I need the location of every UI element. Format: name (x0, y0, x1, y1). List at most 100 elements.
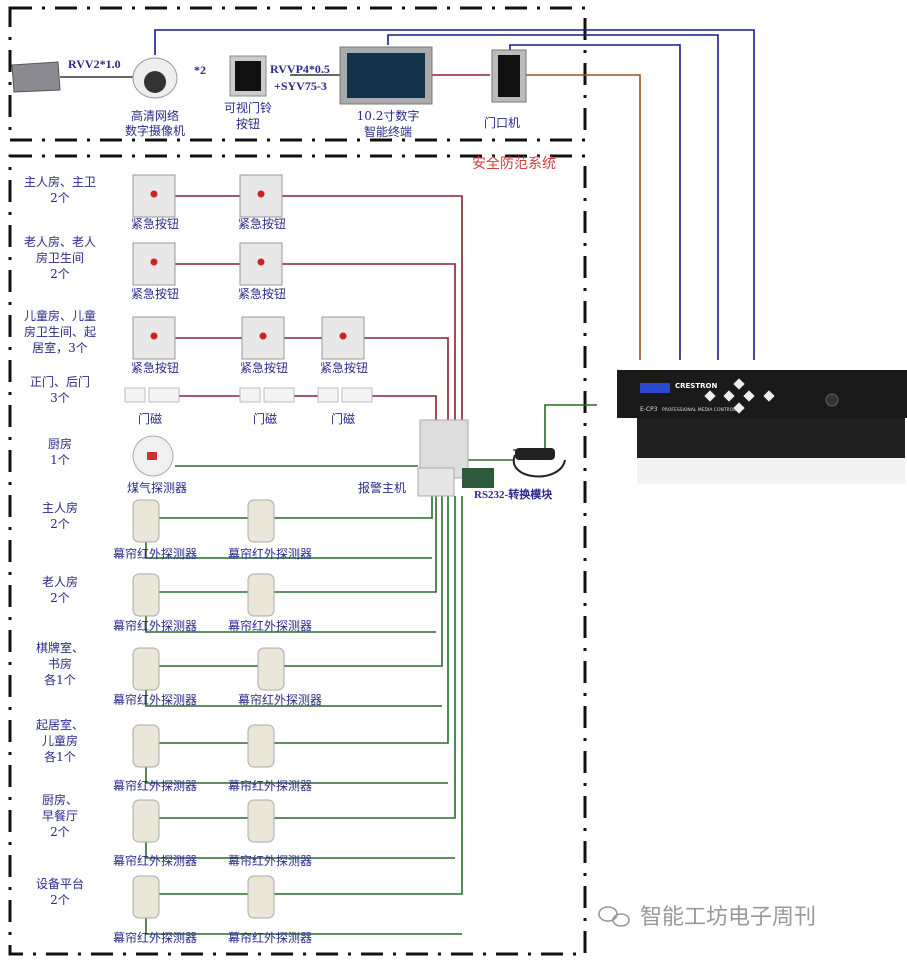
controller-nav-button (733, 402, 745, 414)
controller-nav-button (743, 390, 755, 402)
wire-button-to-host (282, 195, 463, 420)
device-label: 幕帘红外探测器 (228, 618, 312, 633)
curtain-pir-detector-icon (132, 875, 160, 919)
wire-doorunit-controller-brown (525, 74, 641, 360)
wire-door-to-host (372, 395, 437, 420)
device-label: 幕帘红外探测器 (113, 546, 197, 561)
room-label: 2个 (50, 825, 70, 839)
device-label: 紧急按钮 (238, 286, 286, 301)
rs232-module-icon (515, 448, 555, 460)
door-magnet-icon (148, 387, 180, 403)
room-label: 各1个 (44, 749, 76, 764)
gas-detector-light (147, 452, 157, 460)
curtain-pir-detector-icon (247, 799, 275, 843)
curtain-pir-detector-icon (132, 499, 160, 543)
camera-label-2: 数字摄像机 (125, 123, 185, 138)
room-label: 起居室、 (36, 717, 84, 732)
security-frame (8, 154, 587, 956)
device-label: 紧急按钮 (240, 360, 288, 375)
curtain-pir-detector-icon (132, 573, 160, 617)
controller-subtitle: PROFESSIONAL MEDIA CONTROL (662, 407, 736, 413)
device-label: 幕帘红外探测器 (228, 930, 312, 945)
controller-brand: CRESTRON (675, 382, 717, 390)
door-unit-face-icon (498, 55, 520, 97)
room-label: 房卫生间、起 (24, 324, 96, 339)
device-label: 紧急按钮 (238, 216, 286, 231)
camera-count: *2 (194, 63, 206, 77)
room-label: 2个 (50, 893, 70, 907)
wire-pir-return (145, 767, 448, 784)
controller-display (640, 383, 670, 393)
emergency-button-dot (150, 332, 158, 340)
controller-nav-button (763, 390, 775, 402)
wechat-icon (598, 906, 630, 927)
room-label: 主人房、主卫 (24, 174, 96, 189)
cable-label-rvv: RVV2*1.0 (68, 57, 121, 71)
room-label: 老人房、老人 (24, 234, 96, 249)
door-contact-icon (317, 387, 339, 403)
wire-button-to-host (364, 337, 449, 420)
media-controller-front (617, 370, 907, 418)
wire-pir-return (145, 542, 432, 559)
wire-pir-to-host (274, 496, 449, 744)
emergency-button-dot (257, 190, 265, 198)
terminal-label-1: 10.2寸数字 (357, 108, 420, 123)
device-label: 幕帘红外探测器 (228, 546, 312, 561)
curtain-pir-detector-icon (257, 647, 285, 691)
device-label: 幕帘红外探测器 (113, 618, 197, 633)
device-label: 门磁 (138, 411, 162, 426)
controller-nav-button (723, 390, 735, 402)
wire-pir-to-host (274, 496, 456, 819)
room-label: 厨房、 (42, 792, 78, 807)
emergency-button-dot (257, 258, 265, 266)
room-label: 儿童房、儿童 (24, 308, 96, 323)
wire-pir-to-host (274, 496, 433, 519)
curtain-pir-detector-icon (132, 647, 160, 691)
terminal-screen-icon (347, 53, 425, 98)
rs232-label: RS232-转换模块 (474, 487, 553, 501)
room-label: 各1个 (44, 672, 76, 687)
controller-nav-button (704, 390, 716, 402)
watermark-text: 智能工坊电子周刊 (640, 905, 816, 930)
room-label: 厨房 (48, 436, 72, 451)
curtain-pir-detector-icon (247, 499, 275, 543)
controller-knob (825, 393, 839, 407)
room-label: 居室，3个 (32, 340, 88, 355)
room-label: 早餐厅 (42, 808, 78, 823)
room-label: 房卫生间 (36, 250, 84, 265)
device-label: 紧急按钮 (320, 360, 368, 375)
room-label: 2个 (50, 267, 70, 281)
top-frame (8, 6, 587, 142)
device-label: 幕帘红外探测器 (113, 778, 197, 793)
room-label: 2个 (50, 517, 70, 531)
device-label: 幕帘红外探测器 (228, 853, 312, 868)
room-label: 正门、后门 (30, 374, 90, 389)
wire-terminal-controller (387, 34, 719, 360)
controller-nav-button (733, 378, 745, 390)
cable-label-rvvp: RVVP4*0.5 (270, 62, 330, 76)
curtain-pir-detector-icon (132, 724, 160, 768)
alarm-board-icon (462, 468, 494, 488)
emergency-button-dot (150, 258, 158, 266)
doorbell-label-2: 按钮 (236, 116, 260, 131)
alarm-host-label: 报警主机 (358, 480, 406, 495)
wire-pir-to-host (274, 496, 437, 593)
device-label: 幕帘红外探测器 (113, 692, 197, 707)
wire-button-to-host (282, 263, 456, 420)
camera-lens-icon (144, 71, 166, 93)
doorbell-face-icon (235, 61, 261, 91)
room-label: 3个 (50, 391, 70, 405)
cable-label-syv: +SYV75-3 (274, 79, 327, 93)
doorbell-label-1: 可视门铃 (224, 100, 272, 115)
media-controller-back (637, 418, 905, 458)
device-label: 幕帘红外探测器 (228, 778, 312, 793)
door-magnet-icon (341, 387, 373, 403)
curtain-pir-detector-icon (132, 799, 160, 843)
alarm-keypad-icon (417, 467, 455, 497)
wire-camera-controller (154, 29, 755, 360)
devices (11, 46, 907, 919)
wire-doorunit-controller (509, 44, 681, 360)
rs232-cable-icon (512, 454, 566, 478)
curtain-pir-detector-icon (247, 875, 275, 919)
